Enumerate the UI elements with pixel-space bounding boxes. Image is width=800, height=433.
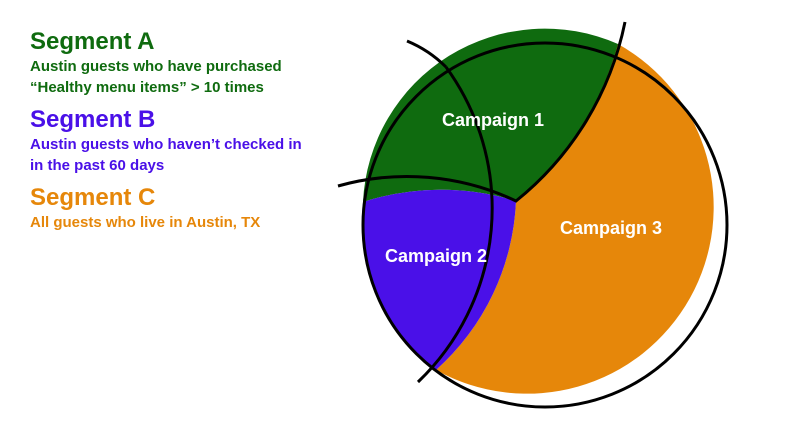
segment-a-block: Segment A Austin guests who have purchas…	[30, 28, 360, 98]
segment-a-title: Segment A	[30, 28, 155, 55]
segment-legend: Segment A Austin guests who have purchas…	[30, 28, 360, 233]
campaign-1-label: Campaign 1	[442, 110, 544, 130]
segment-b-block: Segment B Austin guests who haven’t chec…	[30, 106, 360, 176]
segment-a-arc	[337, 21, 627, 203]
campaign-1-region	[363, 28, 618, 202]
segment-a-desc-line2: “Healthy menu items” > 10 times	[30, 79, 264, 96]
segment-c-block: Segment C All guests who live in Austin,…	[30, 184, 360, 233]
segment-b-arc	[416, 66, 494, 384]
segment-b-desc-line1: Austin guests who haven’t checked in	[30, 136, 302, 153]
campaign-2-label: Campaign 2	[385, 246, 487, 266]
segment-c-circle	[361, 41, 729, 409]
segment-a-upper-arc	[406, 39, 448, 69]
segment-c-desc-line1: All guests who live in Austin, TX	[30, 214, 261, 231]
segment-b-desc-line2: in the past 60 days	[30, 157, 165, 174]
segment-a-desc-line1: Austin guests who have purchased	[30, 58, 282, 75]
campaign-3-region	[436, 44, 714, 394]
campaign-2-region	[361, 189, 516, 370]
segment-b-title: Segment B	[30, 106, 156, 133]
campaign-3-label: Campaign 3	[560, 218, 662, 238]
segment-c-title: Segment C	[30, 184, 156, 211]
